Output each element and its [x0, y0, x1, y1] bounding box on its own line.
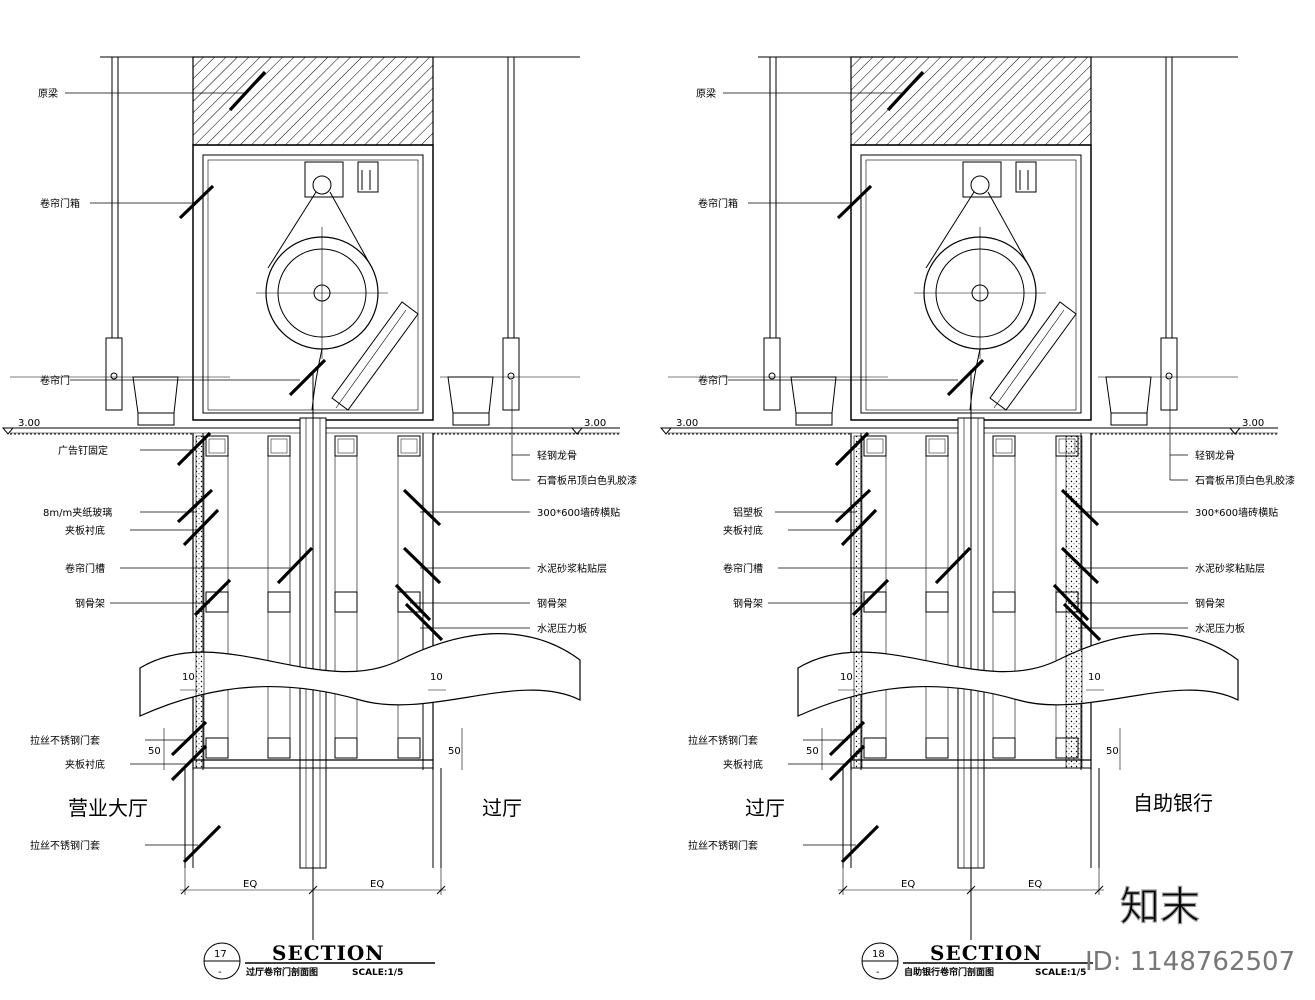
label-stainless: 拉丝不锈钢门套	[30, 734, 100, 747]
section-scale-r: SCALE:1/5	[1035, 968, 1086, 978]
label-mortar: 水泥砂浆粘贴层	[537, 562, 607, 575]
label-plywood: 夹板衬底	[65, 524, 105, 537]
dim-10-a-r: 10	[840, 672, 853, 683]
label-nail: 广告钉固定	[58, 444, 108, 457]
label-keel: 轻钢龙骨	[537, 449, 577, 462]
dim-50-b-r: 50	[1106, 746, 1119, 757]
dim-eq-1: EQ	[243, 879, 257, 890]
room-left-r: 过厅	[745, 796, 785, 820]
label-tile: 300*600墙砖横贴	[537, 506, 620, 519]
watermark-id: ID: 1148762507	[1085, 947, 1295, 977]
label-frame: 钢骨架	[75, 597, 105, 610]
label-mortar-r: 水泥砂浆粘贴层	[1195, 562, 1265, 575]
label-groove-r: 卷帘门槽	[723, 562, 763, 575]
label-keel-r: 轻钢龙骨	[1195, 449, 1235, 462]
dim-50-b: 50	[448, 746, 461, 757]
label-stainless2: 拉丝不锈钢门套	[30, 839, 100, 852]
section-title-r: SECTION	[930, 941, 1043, 965]
level-right-r: 3.00	[1242, 418, 1264, 429]
label-groove: 卷帘门槽	[65, 562, 105, 575]
label-gypsum-r: 石膏板吊顶白色乳胶漆	[1195, 474, 1295, 487]
room-right: 过厅	[482, 796, 522, 820]
label-board-r: 水泥压力板	[1195, 622, 1245, 635]
dim-50-a: 50	[148, 746, 161, 757]
label-gypsum: 石膏板吊顶白色乳胶漆	[537, 474, 637, 487]
dim-10-b: 10	[430, 672, 443, 683]
section-17: 原梁 卷帘门箱 卷帘门 广告钉固定 8m/m夹纸玻璃 夹板衬底 卷帘门槽 钢骨架…	[1, 55, 637, 981]
section-title: SECTION	[272, 941, 385, 965]
label-beam-r: 原梁	[696, 87, 716, 100]
label-frame-r: 钢骨架	[733, 597, 763, 610]
dim-eq-1-r: EQ	[901, 879, 915, 890]
label-box-r: 卷帘门箱	[698, 197, 738, 210]
dim-50-a-r: 50	[806, 746, 819, 757]
label-stainless2-r: 拉丝不锈钢门套	[688, 839, 758, 852]
section-subtitle-r: 自助银行卷帘门剖面图	[904, 966, 994, 978]
label-steel-r: 钢骨架	[1195, 597, 1225, 610]
section-number-r: 18	[872, 949, 885, 960]
label-glass: 8m/m夹纸玻璃	[43, 506, 112, 519]
label-box: 卷帘门箱	[40, 197, 80, 210]
dim-10-b-r: 10	[1088, 672, 1101, 683]
label-shutter-r: 卷帘门	[698, 374, 728, 387]
dim-10-a: 10	[182, 672, 195, 683]
level-right: 3.00	[584, 418, 606, 429]
label-tile-r: 300*600墙砖横贴	[1195, 506, 1278, 519]
label-beam: 原梁	[38, 87, 58, 100]
watermark-logo: 知末	[1120, 884, 1200, 930]
dim-eq-2-r: EQ	[1028, 879, 1042, 890]
label-plywood2-r: 夹板衬底	[723, 758, 763, 771]
section-subtitle: 过厅卷帘门剖面图	[246, 966, 318, 978]
svg-text:-: -	[876, 967, 880, 978]
label-stainless-r: 拉丝不锈钢门套	[688, 734, 758, 747]
label-board: 水泥压力板	[537, 622, 587, 635]
dim-eq-2: EQ	[370, 879, 384, 890]
room-left: 营业大厅	[68, 796, 148, 820]
level-left: 3.00	[18, 418, 40, 429]
label-steel: 钢骨架	[537, 597, 567, 610]
label-alu-r: 铝塑板	[733, 506, 763, 519]
section-number: 17	[214, 949, 227, 960]
level-left-r: 3.00	[676, 418, 698, 429]
label-shutter: 卷帘门	[40, 374, 70, 387]
section-18: 原梁 卷帘门箱 卷帘门 铝塑板 夹板衬底 卷帘门槽 钢骨架 拉丝不锈钢门套 夹板…	[659, 55, 1295, 981]
label-plywood-r: 夹板衬底	[723, 524, 763, 537]
label-plywood2: 夹板衬底	[65, 758, 105, 771]
section-scale: SCALE:1/5	[352, 968, 403, 978]
room-right-r: 自助银行	[1133, 791, 1213, 815]
svg-text:-: -	[218, 967, 222, 978]
